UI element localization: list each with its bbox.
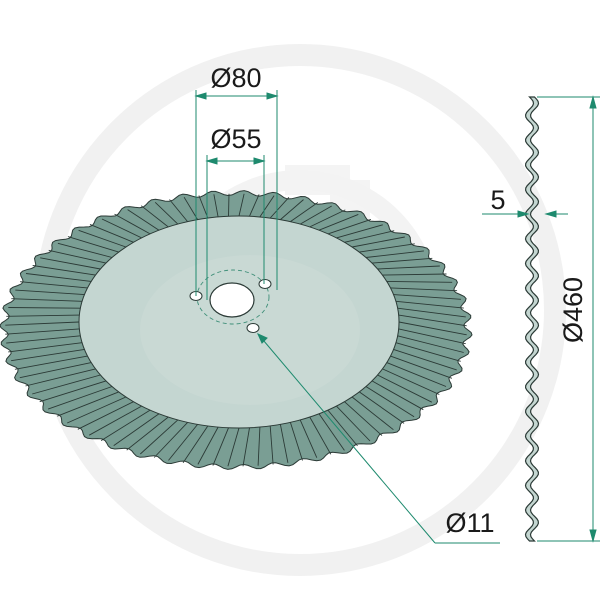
disc-side-profile [524, 96, 540, 542]
dim-label-bolt-circle: Ø80 [210, 63, 261, 93]
dim-label-bolt-hole: Ø11 [445, 508, 494, 538]
dim-label-outer-diameter: Ø460 [558, 277, 588, 343]
dim-label-center-bore: Ø55 [210, 124, 261, 154]
dimension-lines-top [194, 90, 279, 300]
center-bore-hole [209, 282, 255, 318]
disc-corrugation-lines [5, 193, 467, 467]
dimension-lines-side [482, 95, 600, 543]
leader-bolt-hole [257, 333, 500, 544]
dim-label-wave-depth: 5 [490, 185, 505, 215]
bolt-hole-right [258, 279, 272, 289]
bolt-hole-bottom [246, 323, 260, 333]
disc-front-view [0, 190, 473, 470]
